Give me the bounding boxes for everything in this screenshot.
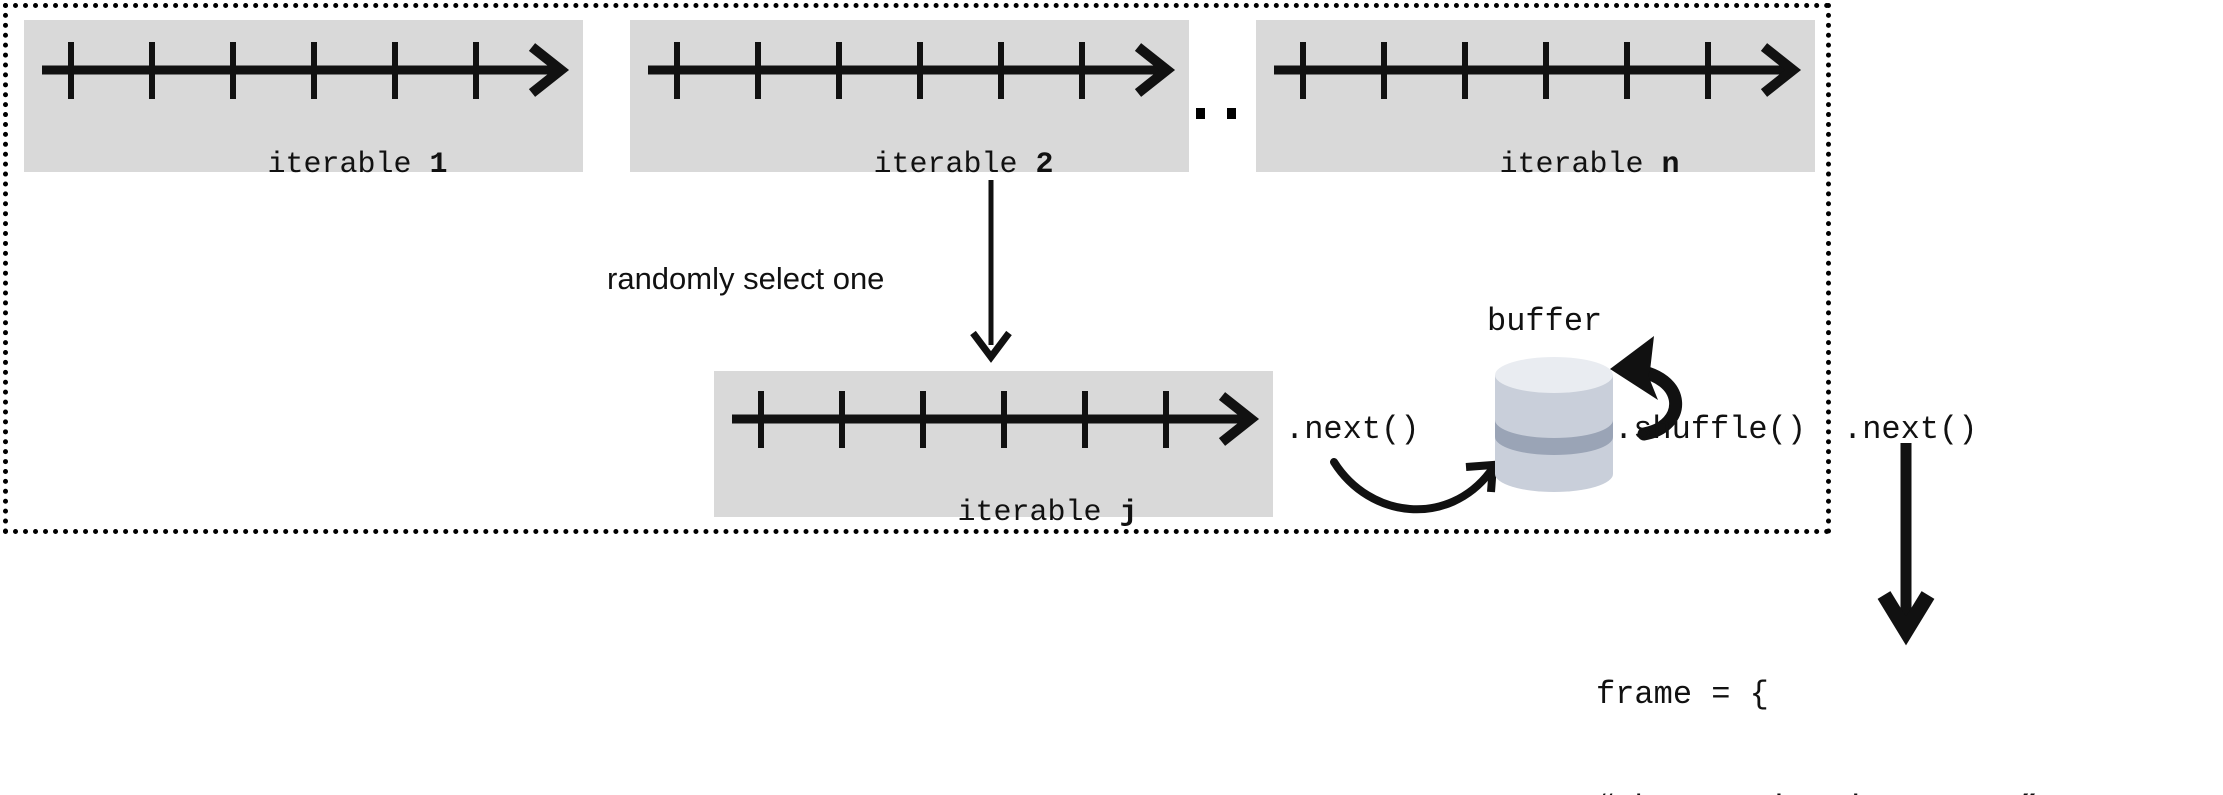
- iterable-prefix: iterable: [873, 148, 1036, 182]
- iterable-index: 2: [1035, 148, 1054, 182]
- iterable-box-1-label: iterable 1: [24, 114, 583, 216]
- iterable-box-n[interactable]: iterable n: [1256, 20, 1815, 182]
- iterable-box-j[interactable]: iterable j: [714, 371, 1273, 530]
- iterable-prefix: iterable: [1499, 148, 1662, 182]
- frame-code-line-1: frame = {: [1596, 676, 1769, 713]
- next-call-left-label: .next(): [1285, 411, 1420, 448]
- iterable-index: 1: [429, 148, 448, 182]
- shuffle-call-label: .shuffle(): [1614, 411, 1807, 448]
- iterable-box-j-label: iterable j: [714, 462, 1273, 564]
- number-line-j: [732, 391, 1260, 448]
- frame-code-line-2: “observation.image.top”: ...: [1596, 790, 2134, 795]
- iterable-prefix: iterable: [267, 148, 430, 182]
- sampling-region-border: [3, 3, 1831, 534]
- ellipsis-dot: [1226, 107, 1236, 119]
- number-line-1: [42, 42, 570, 99]
- iterable-box-2[interactable]: iterable 2: [630, 20, 1189, 182]
- iterable-box-1[interactable]: iterable 1: [24, 20, 583, 182]
- iterable-index: n: [1661, 148, 1680, 182]
- iterable-box-n-label: iterable n: [1256, 114, 1815, 216]
- number-line-n: [1274, 42, 1802, 99]
- buffer-label: buffer: [1487, 303, 1603, 340]
- iterable-index: j: [1119, 496, 1138, 530]
- iterable-prefix: iterable: [957, 496, 1120, 530]
- randomly-select-one-label: randomly select one: [607, 261, 885, 296]
- ellipsis-dot: [1196, 107, 1205, 119]
- frame-code-block: frame = { “observation.image.top”: ... #…: [1596, 600, 2134, 795]
- number-line-2: [648, 42, 1176, 99]
- next-call-right-label: .next(): [1843, 411, 1978, 448]
- iterable-box-2-label: iterable 2: [630, 114, 1189, 216]
